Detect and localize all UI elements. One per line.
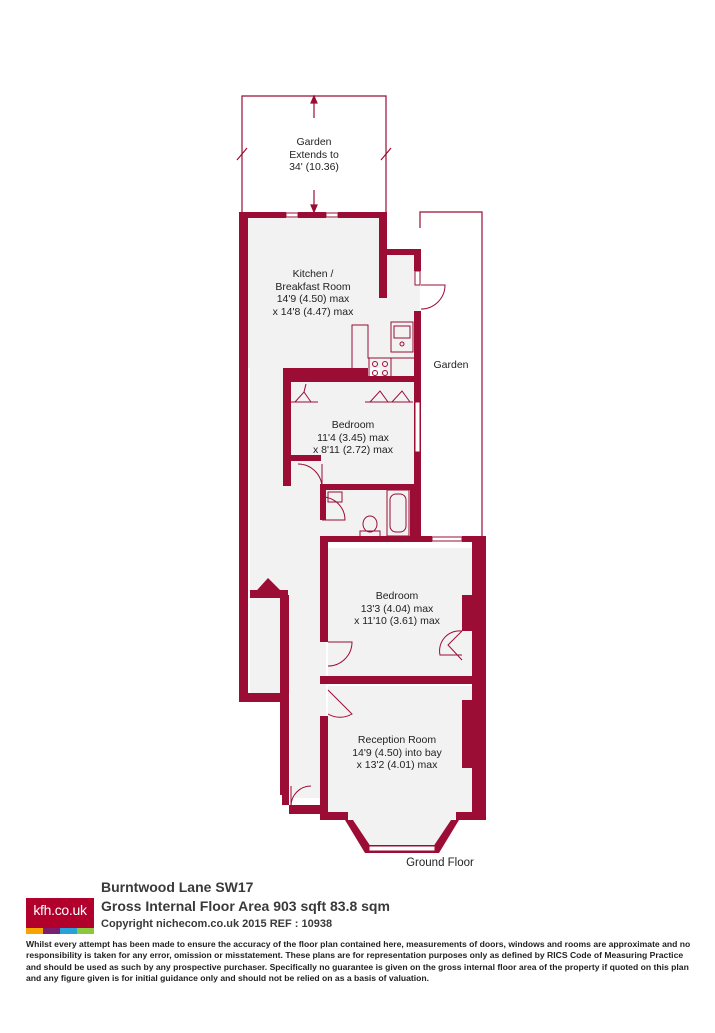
doors xyxy=(290,284,463,807)
logo-bar-3 xyxy=(60,928,77,934)
bedroom1-line-3: x 8'11 (2.72) max xyxy=(312,444,393,456)
logo-bar-4 xyxy=(77,928,94,934)
bedroom2-line-3: x 11'10 (3.61) max xyxy=(354,615,440,627)
logo-bar-1 xyxy=(26,928,43,934)
floor-areas xyxy=(247,218,472,845)
garden-side-outline xyxy=(419,211,483,540)
kitchen-fixtures xyxy=(351,321,414,379)
bedroom2-line-2: 13'3 (4.04) max xyxy=(360,602,434,615)
garden-side-line-1: Garden xyxy=(433,359,469,371)
bedroom1-line-2: 11'4 (3.45) max xyxy=(317,431,389,444)
kitchen-line-1: Kitchen / xyxy=(292,268,334,280)
kitchen-line-2: Breakfast Room xyxy=(275,280,351,293)
logo-text: kfh.co.uk xyxy=(33,902,87,918)
floor-area: Gross Internal Floor Area 903 sqft 83.8 … xyxy=(101,898,390,914)
property-address: Burntwood Lane SW17 xyxy=(101,879,254,895)
reception-line-1: Reception Room xyxy=(357,734,437,746)
room-label-garden-top: Garden Extends to 34' (10.36) xyxy=(262,136,366,174)
logo-color-bars xyxy=(26,928,94,934)
logo-bar-2 xyxy=(43,928,60,934)
bedroom2-line-1: Bedroom xyxy=(375,590,419,602)
wardrobes xyxy=(291,383,413,403)
copyright-ref: Copyright nichecom.co.uk 2015 REF : 1093… xyxy=(101,918,333,930)
garden-top-outline xyxy=(236,94,392,214)
garden-top-line-3: 34' (10.36) xyxy=(289,161,339,173)
garden-top-line-1: Garden xyxy=(296,136,332,148)
disclaimer: Whilst every attempt has been made to en… xyxy=(26,939,691,983)
walls xyxy=(239,212,486,853)
kitchen-line-4: x 14'8 (4.47) max xyxy=(272,305,354,318)
title-block: Burntwood Lane SW17 Gross Internal Floor… xyxy=(101,878,390,932)
room-label-bedroom-1: Bedroom 11'4 (3.45) max x 8'11 (2.72) ma… xyxy=(294,419,412,457)
bedroom1-line-1: Bedroom xyxy=(331,419,375,431)
room-label-reception: Reception Room 14'9 (4.50) into bay x 13… xyxy=(334,734,460,772)
windows xyxy=(285,212,463,852)
floor-plan xyxy=(236,94,486,853)
room-label-kitchen: Kitchen / Breakfast Room 14'9 (4.50) max… xyxy=(250,268,376,318)
room-label-garden-side: Garden xyxy=(422,359,480,372)
floor-label: Ground Floor xyxy=(406,857,474,869)
kfh-logo: kfh.co.uk xyxy=(26,898,94,934)
reception-line-2: 14'9 (4.50) into bay xyxy=(352,746,442,759)
reception-line-3: x 13'2 (4.01) max xyxy=(356,759,438,771)
room-label-bedroom-2: Bedroom 13'3 (4.04) max x 11'10 (3.61) m… xyxy=(334,590,460,628)
bathroom-fixtures xyxy=(327,489,410,538)
garden-top-line-2: Extends to xyxy=(289,148,339,161)
kitchen-line-3: 14'9 (4.50) max xyxy=(276,293,350,305)
